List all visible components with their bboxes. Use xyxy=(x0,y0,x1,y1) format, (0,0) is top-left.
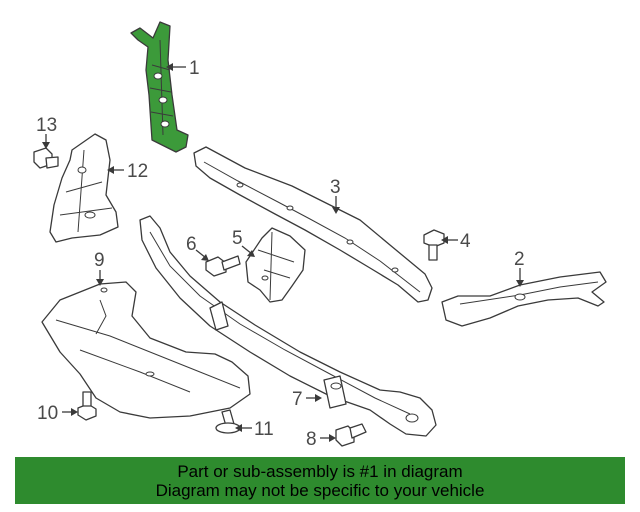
part-1-hole xyxy=(160,120,170,128)
part-8-bolt[interactable] xyxy=(335,423,367,447)
part-1-bracket[interactable] xyxy=(130,21,189,153)
callout-11: 11 xyxy=(254,419,274,440)
arrowhead-13 xyxy=(42,142,50,149)
part-9-under-cover[interactable] xyxy=(41,281,251,419)
arrowhead-7 xyxy=(315,394,322,402)
part-12-hole xyxy=(84,211,96,219)
callout-7: 7 xyxy=(292,389,303,410)
part-10-bolt[interactable] xyxy=(77,391,97,421)
callout-2: 2 xyxy=(514,249,525,270)
callout-5: 5 xyxy=(232,228,243,249)
part-13-bolt[interactable] xyxy=(33,147,59,169)
part-4-head xyxy=(423,229,445,248)
part-6-head xyxy=(205,256,227,277)
callout-numbers: 1 2 3 4 5 6 7 8 9 10 11 12 13 xyxy=(36,58,525,450)
part-7-lower-support[interactable] xyxy=(139,215,437,437)
part-2-hole xyxy=(514,293,526,301)
part-13-shank xyxy=(45,156,59,169)
arrowhead-8 xyxy=(329,434,336,442)
part-5-body xyxy=(245,227,306,303)
part-8-shank xyxy=(349,423,367,439)
part-6-bolt[interactable] xyxy=(205,255,241,277)
part-4-bolt[interactable] xyxy=(423,229,445,261)
part-8-head xyxy=(335,425,355,447)
part-3-upper-support[interactable] xyxy=(193,146,433,303)
callout-6: 6 xyxy=(186,234,197,255)
part-4-shank xyxy=(428,244,438,261)
callout-1: 1 xyxy=(189,58,200,79)
arrowhead-10 xyxy=(71,408,78,416)
callout-leaders xyxy=(42,63,524,442)
part-6-shank xyxy=(221,255,241,271)
part-1-hole xyxy=(158,96,168,104)
part-2-side-bracket[interactable] xyxy=(441,271,607,327)
part-5-bracket[interactable] xyxy=(245,227,306,303)
arrowhead-5 xyxy=(247,250,255,257)
callout-8: 8 xyxy=(306,429,317,450)
info-banner: Part or sub-assembly is #1 in diagram Di… xyxy=(15,457,625,504)
arrowhead-2 xyxy=(516,280,524,287)
arrowhead-4 xyxy=(441,236,448,244)
arrowhead-11 xyxy=(235,424,242,432)
arrowhead-9 xyxy=(96,279,104,286)
callout-13: 13 xyxy=(36,115,57,136)
part-12-hole xyxy=(77,166,87,174)
part-10-shank xyxy=(82,391,92,407)
callout-4: 4 xyxy=(460,231,471,252)
part-12-splash-shield[interactable] xyxy=(49,133,119,243)
arrowhead-6 xyxy=(201,254,209,261)
banner-line-1: Part or sub-assembly is #1 in diagram xyxy=(177,461,463,481)
part-11-clip[interactable] xyxy=(215,409,241,434)
part-1-hole xyxy=(153,72,163,80)
arrowhead-3 xyxy=(332,207,340,214)
callout-12: 12 xyxy=(127,161,148,182)
part-1-body xyxy=(130,21,189,153)
arrowhead-1 xyxy=(166,63,173,71)
callout-3: 3 xyxy=(330,177,341,198)
callout-10: 10 xyxy=(37,403,58,424)
arrowhead-12 xyxy=(107,166,114,174)
part-3-body xyxy=(193,146,433,303)
callout-9: 9 xyxy=(94,250,105,271)
banner-line-2: Diagram may not be specific to your vehi… xyxy=(155,480,485,500)
part-12-body xyxy=(49,133,119,243)
